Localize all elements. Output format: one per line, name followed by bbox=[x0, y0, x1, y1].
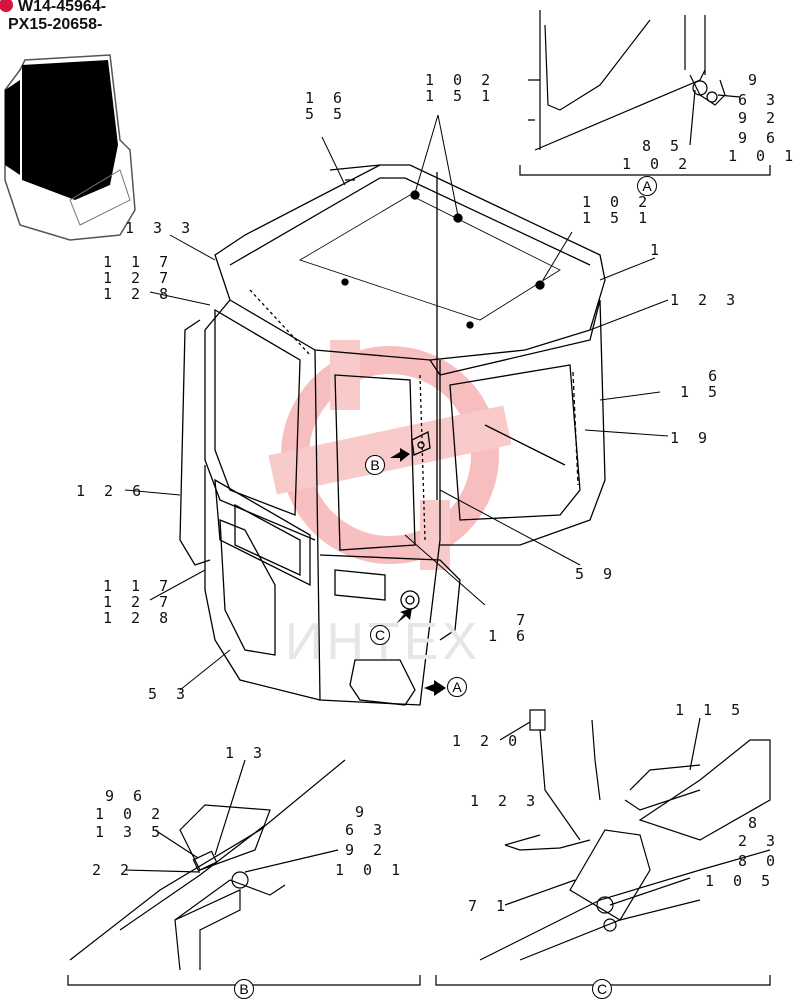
label-c-23: 2 3 bbox=[738, 832, 781, 850]
cab-exploded-diagram bbox=[0, 0, 771, 986]
detail-b-view bbox=[67, 759, 421, 986]
view-c-callout[interactable]: C bbox=[592, 979, 612, 999]
detail-c-view bbox=[435, 709, 771, 986]
view-a-callout[interactable]: A bbox=[637, 176, 657, 196]
label-123-main: 1 2 3 bbox=[670, 291, 741, 309]
view-a-callout-main[interactable]: A bbox=[447, 677, 467, 697]
view-b-callout-main[interactable]: B bbox=[365, 455, 385, 475]
detail-a-view bbox=[519, 10, 771, 176]
watermark-logo bbox=[268, 340, 512, 570]
label-a-9: 9 bbox=[748, 71, 763, 89]
label-b-13: 1 3 bbox=[225, 744, 268, 762]
label-19: 1 9 bbox=[670, 429, 713, 447]
label-b-63: 6 3 bbox=[345, 821, 388, 839]
label-b-22: 2 2 bbox=[92, 861, 135, 879]
serial-range-2: PX15-20658- bbox=[8, 16, 103, 33]
view-b-callout[interactable]: B bbox=[234, 979, 254, 999]
label-a-96: 9 6 bbox=[738, 129, 781, 147]
label-117-127-128-bottom: 1 1 7 1 2 7 1 2 8 bbox=[103, 577, 174, 627]
label-b-101: 1 0 1 bbox=[335, 861, 406, 879]
label-7-16: 7 1 6 bbox=[488, 611, 531, 645]
label-1: 1 bbox=[650, 241, 665, 259]
label-b-9: 9 bbox=[355, 803, 370, 821]
label-b-92: 9 2 bbox=[345, 841, 388, 859]
label-102-151-top: 1 0 2 1 5 1 bbox=[425, 71, 496, 105]
cab-thumbnail bbox=[4, 54, 136, 241]
label-c-120: 1 2 0 bbox=[452, 732, 523, 750]
label-117-127-128-top: 1 1 7 1 2 7 1 2 8 bbox=[103, 253, 174, 303]
label-c-105: 1 0 5 bbox=[705, 872, 776, 890]
label-c-115: 1 1 5 bbox=[675, 701, 746, 719]
label-16-55: 1 6 5 5 bbox=[305, 89, 348, 123]
label-53: 5 3 bbox=[148, 685, 191, 703]
label-59: 5 9 bbox=[575, 565, 618, 583]
label-102-151-mid: 1 0 2 1 5 1 bbox=[582, 193, 653, 227]
serial-range-1: W14-45964- bbox=[18, 0, 107, 15]
label-c-80: 8 0 bbox=[738, 852, 781, 870]
label-a-63: 6 3 bbox=[738, 91, 781, 109]
label-c-71: 7 1 bbox=[468, 897, 511, 915]
label-a-85: 8 5 bbox=[642, 137, 685, 155]
serial-marker-icon bbox=[0, 0, 13, 12]
callout-arrows bbox=[390, 448, 446, 696]
label-b-135: 1 3 5 bbox=[95, 823, 166, 841]
label-126: 1 2 6 bbox=[76, 482, 147, 500]
label-c-8: 8 bbox=[748, 814, 763, 832]
label-b-96: 9 6 bbox=[105, 787, 148, 805]
label-a-101: 1 0 1 bbox=[728, 147, 798, 165]
main-leaders bbox=[124, 114, 669, 691]
label-a-102: 1 0 2 bbox=[622, 155, 693, 173]
label-c-123: 1 2 3 bbox=[470, 792, 541, 810]
label-b-102: 1 0 2 bbox=[95, 805, 166, 823]
label-6-15: 6 1 5 bbox=[680, 367, 723, 401]
label-133: 1 3 3 bbox=[125, 219, 196, 237]
view-c-callout-main[interactable]: C bbox=[370, 625, 390, 645]
cab-body bbox=[179, 164, 606, 706]
label-a-92: 9 2 bbox=[738, 109, 781, 127]
